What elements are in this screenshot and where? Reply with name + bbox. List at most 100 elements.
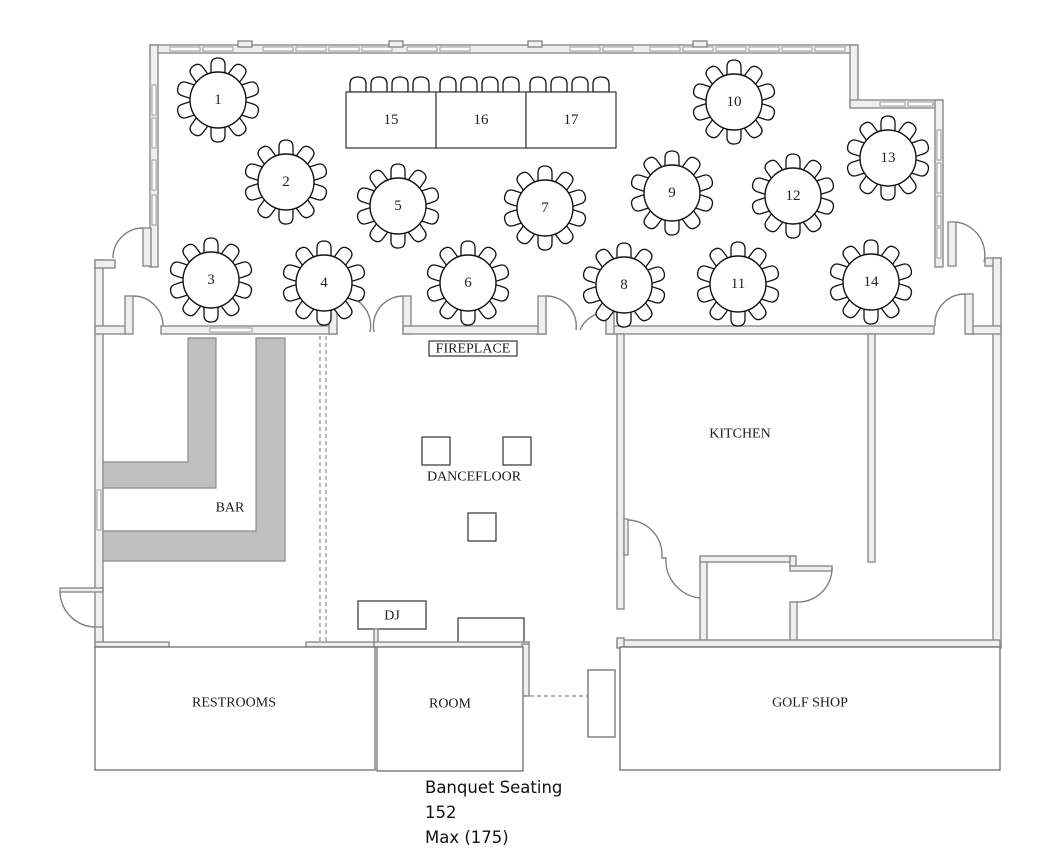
label-dancefloor: DANCEFLOOR	[427, 470, 522, 485]
table-number: 5	[394, 198, 402, 214]
chair	[189, 63, 209, 84]
door-right-inner	[934, 293, 966, 327]
table-number: 10	[727, 94, 742, 110]
restrooms	[94, 646, 376, 771]
table-number: 13	[881, 150, 896, 166]
table-top	[439, 254, 497, 312]
table-top	[705, 73, 763, 131]
chair	[747, 247, 767, 268]
chair	[705, 65, 725, 86]
chair	[726, 128, 742, 145]
round-table-11: 11	[696, 241, 780, 327]
chair	[747, 300, 767, 321]
chair	[880, 298, 900, 319]
chair	[227, 63, 247, 84]
door-kitchen	[626, 519, 701, 599]
chair	[664, 219, 680, 236]
chair	[439, 76, 457, 93]
table-number: 9	[668, 185, 676, 201]
label-kitchen: KITCHEN	[709, 427, 770, 442]
label-dj: DJ	[384, 609, 400, 624]
table-number: 14	[864, 274, 880, 290]
chair	[278, 139, 294, 156]
exterior-walls	[94, 40, 1002, 649]
chair	[764, 212, 784, 233]
table-top	[435, 91, 527, 149]
table-number: 3	[207, 272, 215, 288]
chair	[210, 126, 226, 143]
chair	[369, 222, 389, 243]
chair	[529, 76, 547, 93]
door-left-inner	[132, 295, 164, 327]
table-number: 4	[320, 275, 328, 291]
chair	[643, 156, 663, 177]
bottom-rooms: RESTROOMS ROOM GOLF SHOP	[94, 646, 1001, 772]
chair	[203, 237, 219, 254]
bar-area: BAR	[59, 336, 377, 648]
chair	[764, 159, 784, 180]
table-top	[643, 164, 701, 222]
chair	[220, 296, 240, 317]
chair	[743, 65, 763, 86]
chair	[664, 150, 680, 167]
chair	[743, 118, 763, 139]
chair	[407, 169, 427, 190]
head-table-17: 17	[525, 76, 617, 149]
table-number: 16	[474, 112, 490, 128]
round-table-3: 3	[169, 237, 253, 323]
chair	[643, 209, 663, 230]
chair	[842, 298, 862, 319]
table-top	[257, 153, 315, 211]
table-number: 1	[214, 92, 222, 108]
caption-max: Max (175)	[425, 828, 509, 847]
dance-area: FIREPLACE DANCEFLOOR DJ	[357, 340, 532, 697]
chair	[859, 174, 879, 195]
chair	[349, 76, 367, 93]
round-table-12: 12	[751, 153, 835, 239]
chair	[220, 243, 240, 264]
chair	[295, 145, 315, 166]
round-table-8: 8	[582, 242, 666, 328]
chair	[802, 159, 822, 180]
chair	[295, 299, 315, 320]
label-bar: BAR	[216, 501, 245, 516]
chair	[295, 246, 315, 267]
chair	[595, 301, 615, 322]
chair	[182, 243, 202, 264]
chair	[333, 299, 353, 320]
table-top	[182, 251, 240, 309]
label-golf-shop: GOLF SHOP	[772, 696, 848, 711]
table-top	[859, 129, 917, 187]
chair	[554, 171, 574, 192]
round-table-14: 14	[829, 239, 913, 325]
wall-left	[149, 44, 159, 268]
wall-fireplace	[402, 325, 547, 335]
round-table-13: 13	[846, 115, 930, 201]
kitchen-area: KITCHEN	[616, 333, 1001, 649]
chair	[477, 299, 497, 320]
chair	[537, 234, 553, 251]
label-room: ROOM	[429, 697, 472, 712]
chair	[516, 171, 536, 192]
round-table-6: 6	[426, 240, 510, 326]
chair	[863, 308, 879, 325]
round-table-7: 7	[503, 165, 587, 251]
chair	[391, 76, 409, 93]
chair	[726, 59, 742, 76]
label-restrooms: RESTROOMS	[192, 696, 276, 711]
chair	[316, 309, 332, 326]
chair	[880, 115, 896, 132]
chair	[537, 165, 553, 182]
top-windows	[169, 46, 846, 52]
chair	[439, 299, 459, 320]
chair	[257, 145, 277, 166]
table-top	[516, 179, 574, 237]
chair	[705, 118, 725, 139]
fireplace	[428, 340, 518, 357]
chair	[633, 248, 653, 269]
door-right-entry	[955, 221, 986, 263]
chair	[785, 153, 801, 170]
table-top	[595, 256, 653, 314]
chair	[439, 246, 459, 267]
